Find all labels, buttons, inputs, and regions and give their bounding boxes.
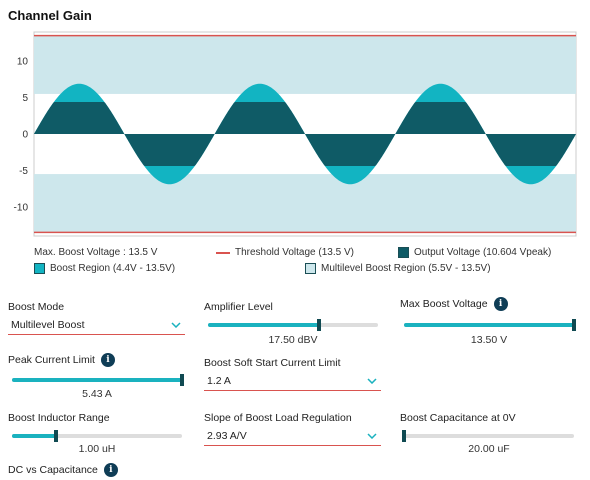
inductor-range-label: Boost Inductor Range xyxy=(8,412,110,424)
info-icon[interactable]: i xyxy=(100,353,115,367)
multilevel-region-swatch xyxy=(305,263,316,274)
slider-thumb[interactable] xyxy=(54,430,59,442)
output-swatch xyxy=(398,247,409,258)
legend-max-boost: Max. Boost Voltage : 13.5 V xyxy=(34,247,157,258)
multilevel-region-lower xyxy=(34,174,576,233)
boost-mode-label: Boost Mode xyxy=(8,301,65,313)
peak-current-limit-value: 5.43 A xyxy=(82,388,112,400)
amplifier-level-slider[interactable] xyxy=(208,319,378,331)
boost-mode-control: Boost Mode xyxy=(8,300,64,314)
boost-region-swatch xyxy=(34,263,45,274)
slider-thumb[interactable] xyxy=(402,430,406,442)
capacitance-value: 20.00 uF xyxy=(468,443,510,455)
info-icon[interactable]: i xyxy=(493,297,508,311)
legend-multilevel-region: Multilevel Boost Region (5.5V - 13.5V) xyxy=(305,263,491,274)
legend-boost-region-label: Boost Region (4.4V - 13.5V) xyxy=(50,263,176,274)
y-tick-label: 5 xyxy=(22,93,28,104)
slider-thumb[interactable] xyxy=(180,374,184,386)
legend-threshold-label: Threshold Voltage (13.5 V) xyxy=(235,247,354,258)
peak-current-limit-control: Peak Current Limit i xyxy=(8,353,115,367)
channel-gain-chart: 10 5 0 -5 -10 xyxy=(14,31,577,237)
info-icon[interactable]: i xyxy=(103,463,118,477)
dc-vs-capacitance-header: DC vs Capacitance i xyxy=(8,463,118,477)
max-boost-voltage-control: Max Boost Voltage i xyxy=(400,297,508,311)
capacitance-slider[interactable] xyxy=(402,430,574,442)
legend-threshold: Threshold Voltage (13.5 V) xyxy=(216,247,354,258)
dc-vs-capacitance-label: DC vs Capacitance xyxy=(8,464,98,476)
soft-start-value: 1.2 A xyxy=(207,375,231,387)
inductor-range-value: 1.00 uH xyxy=(78,443,116,455)
load-regulation-select[interactable]: 2.93 A/V xyxy=(204,427,381,446)
capacitance-control: Boost Capacitance at 0V xyxy=(400,411,516,425)
legend-output: Output Voltage (10.604 Vpeak) xyxy=(398,247,551,258)
amplifier-level-control: Amplifier Level xyxy=(204,300,273,314)
max-boost-voltage-label: Max Boost Voltage xyxy=(400,298,488,310)
slider-fill xyxy=(12,434,57,438)
peak-current-limit-slider[interactable] xyxy=(12,374,184,386)
legend-multilevel-region-label: Multilevel Boost Region (5.5V - 13.5V) xyxy=(321,263,491,274)
inductor-range-control: Boost Inductor Range xyxy=(8,411,110,425)
load-regulation-label: Slope of Boost Load Regulation xyxy=(204,412,352,424)
page-title: Channel Gain xyxy=(8,8,92,23)
load-regulation-control: Slope of Boost Load Regulation xyxy=(204,411,352,425)
peak-current-limit-header: Peak Current Limit i xyxy=(8,353,115,367)
output-voltage-waveform xyxy=(34,101,576,167)
y-tick-label: -10 xyxy=(14,202,29,213)
inductor-range-slider[interactable] xyxy=(12,430,182,442)
threshold-swatch xyxy=(216,251,230,254)
slider-track xyxy=(12,434,182,438)
capacitance-label: Boost Capacitance at 0V xyxy=(400,412,516,424)
multilevel-region-upper xyxy=(34,35,576,94)
chevron-down-icon xyxy=(367,433,377,439)
boost-mode-value: Multilevel Boost xyxy=(11,319,85,331)
dc-vs-capacitance-control: DC vs Capacitance i xyxy=(8,463,118,477)
soft-start-select[interactable]: 1.2 A xyxy=(204,372,381,391)
chevron-down-icon xyxy=(171,322,181,328)
slider-thumb[interactable] xyxy=(572,319,576,331)
max-boost-voltage-slider[interactable] xyxy=(404,319,576,331)
boost-mode-select[interactable]: Multilevel Boost xyxy=(8,316,185,335)
max-boost-voltage-header: Max Boost Voltage i xyxy=(400,297,508,311)
y-tick-label: -5 xyxy=(19,166,28,177)
peak-current-limit-label: Peak Current Limit xyxy=(8,354,95,366)
y-tick-label: 10 xyxy=(17,57,29,68)
legend-max-boost-label: Max. Boost Voltage : 13.5 V xyxy=(34,247,158,258)
amplifier-level-label: Amplifier Level xyxy=(204,301,273,313)
slider-fill xyxy=(208,323,319,327)
legend-output-label: Output Voltage (10.604 Vpeak) xyxy=(414,247,552,258)
slider-track xyxy=(404,434,574,438)
soft-start-label: Boost Soft Start Current Limit xyxy=(204,357,341,369)
load-regulation-value: 2.93 A/V xyxy=(207,430,247,442)
slider-thumb[interactable] xyxy=(316,319,321,331)
legend-boost-region: Boost Region (4.4V - 13.5V) xyxy=(34,263,175,274)
slider-fill xyxy=(404,323,574,327)
y-tick-label: 0 xyxy=(22,130,28,141)
amplifier-level-value: 17.50 dBV xyxy=(268,334,318,346)
soft-start-control: Boost Soft Start Current Limit xyxy=(204,356,341,370)
chevron-down-icon xyxy=(367,378,377,384)
max-boost-voltage-value: 13.50 V xyxy=(470,334,508,346)
slider-fill xyxy=(12,378,182,382)
